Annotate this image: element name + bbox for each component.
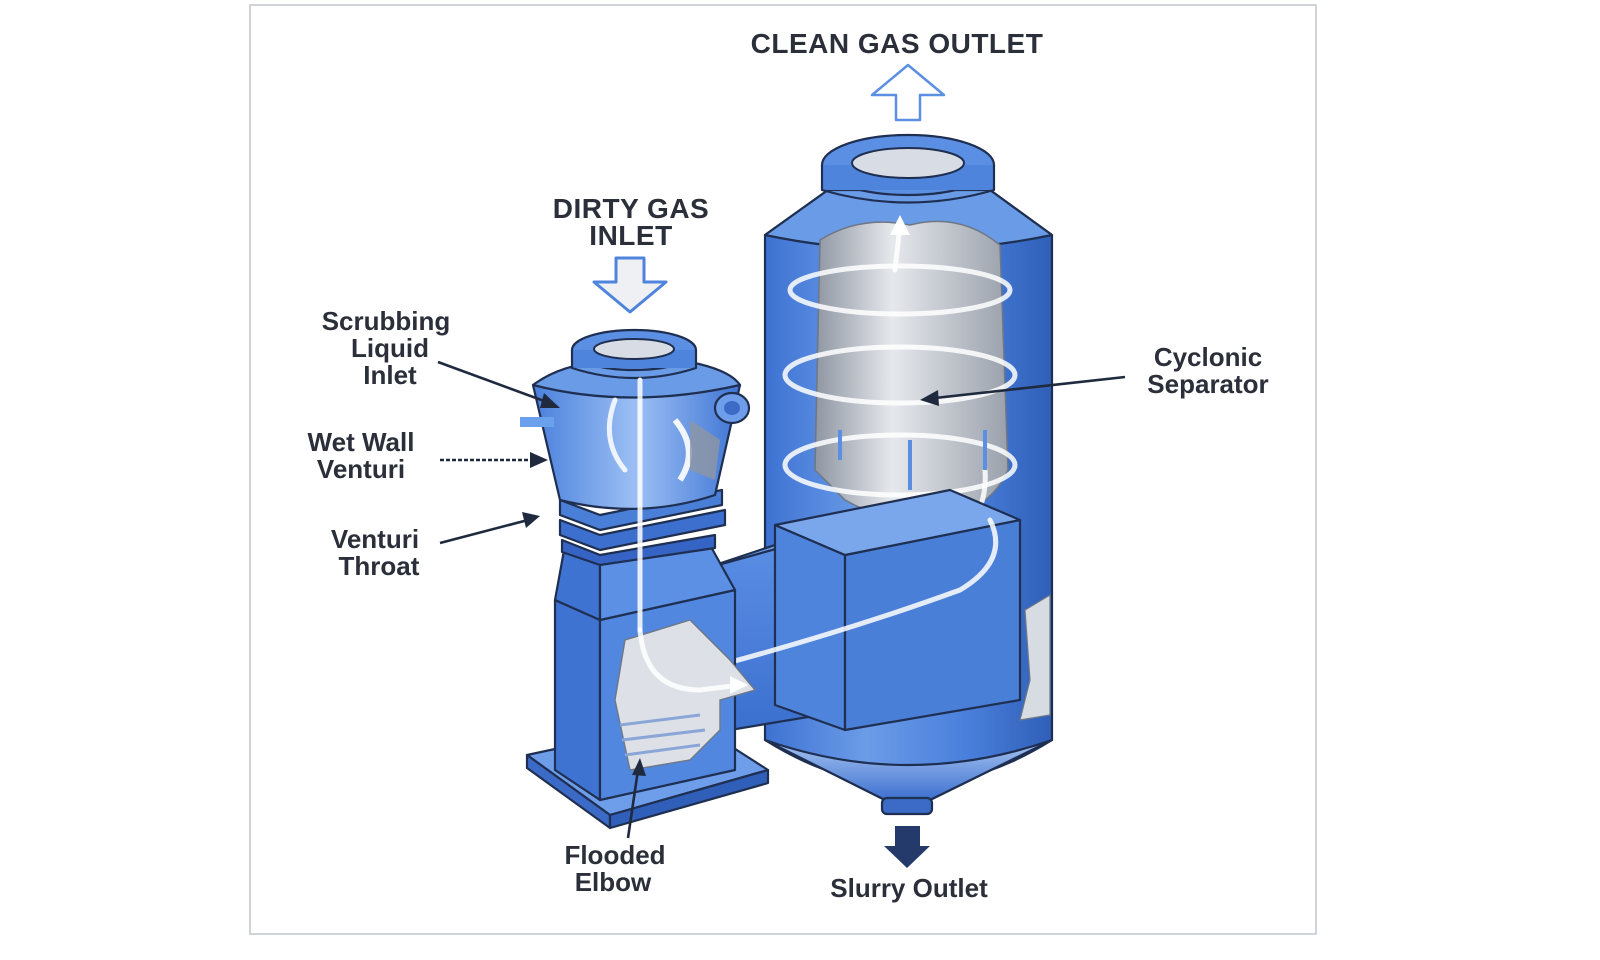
label-cyclonic-separator-line1: Cyclonic — [1154, 342, 1262, 372]
label-dirty-gas-inlet-line2: INLET — [589, 220, 672, 251]
leader-scrubbing-liquid-inlet — [437, 360, 556, 407]
flooded-elbow-cutaway — [614, 619, 757, 771]
label-scrubbing-liquid-inlet-line2: Liquid — [351, 333, 429, 363]
dirty-gas-inlet-arrow — [592, 256, 668, 314]
label-venturi-throat-line1: Venturi — [331, 524, 419, 554]
label-flooded-elbow-line1: Flooded — [564, 840, 665, 870]
leader-lines — [437, 360, 1126, 839]
leader-flooded-elbow — [626, 769, 640, 839]
slurry-outlet-nozzle — [880, 796, 934, 816]
label-scrubbing-liquid-inlet-line1: Scrubbing — [322, 306, 451, 336]
slurry-outlet-arrow — [884, 826, 930, 868]
label-flooded-elbow-line2: Elbow — [575, 867, 652, 897]
clean-gas-outlet-arrow — [870, 63, 946, 122]
label-venturi-throat-line2: Throat — [339, 551, 420, 581]
venturi-column — [520, 328, 770, 830]
cyclone-swirl-flow — [782, 215, 1018, 563]
leader-cyclonic-separator — [934, 375, 1126, 400]
label-dirty-gas-inlet-line1: DIRTY GAS — [553, 193, 709, 224]
label-wet-wall-venturi-line1: Wet Wall — [308, 427, 415, 457]
label-slurry-outlet: Slurry Outlet — [830, 873, 988, 903]
label-clean-gas-outlet: CLEAN GAS OUTLET — [751, 28, 1044, 59]
leader-venturi-throat — [439, 518, 529, 545]
label-scrubbing-liquid-inlet-line3: Inlet — [363, 360, 417, 390]
scrubbing-liquid-nozzle — [520, 417, 554, 427]
connecting-duct — [698, 488, 1022, 737]
label-cyclonic-separator-line2: Separator — [1147, 369, 1268, 399]
label-wet-wall-venturi-line2: Venturi — [317, 454, 405, 484]
